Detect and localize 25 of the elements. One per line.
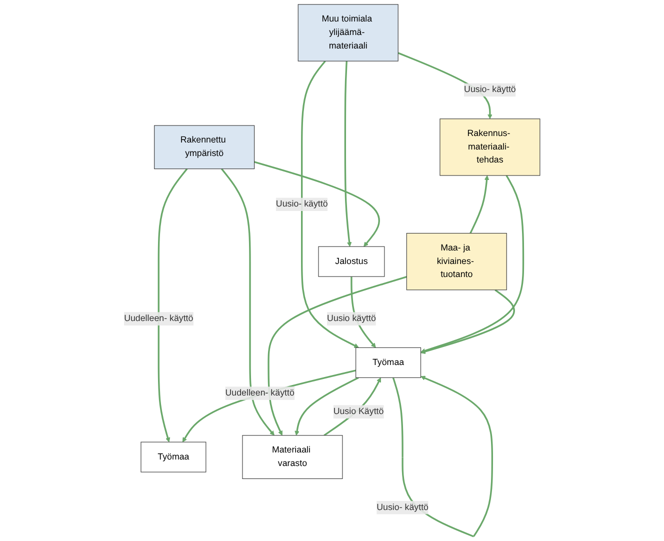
edge-label: Uusio Käyttö xyxy=(333,406,384,416)
node-box: Työmaa xyxy=(140,442,206,472)
arrow xyxy=(470,175,490,234)
node-box: Jalostus xyxy=(318,246,385,277)
arrow xyxy=(158,168,188,442)
arrow xyxy=(420,289,515,354)
node-box: Maa- ja kiviaines- tuotanto xyxy=(406,232,507,290)
edge-label: Uudelleen- käyttö xyxy=(124,314,194,324)
node-box: Muu toimiala ylijäämä- materiaali xyxy=(298,4,398,62)
arrow xyxy=(182,370,356,442)
arrow xyxy=(301,60,359,348)
node-box: Materiaali varasto xyxy=(242,435,343,479)
edge-label: Uusio- käyttö xyxy=(376,502,428,512)
node-box: Rakennettu ympäristö xyxy=(154,125,255,170)
arrow xyxy=(344,61,352,247)
edge-label: Uusio- käyttö xyxy=(276,199,328,209)
edge-label: Uusio käyttö xyxy=(327,314,376,324)
arrow xyxy=(254,161,380,247)
edge-label: Uudelleen- käyttö xyxy=(225,388,294,398)
arrow xyxy=(220,168,274,436)
node-box: Rakennus- materiaali- tehdas xyxy=(440,118,540,176)
node-box: Työmaa xyxy=(356,347,422,378)
arrow xyxy=(294,376,359,436)
edge-label: Uusio- käyttö xyxy=(464,84,516,94)
arrow xyxy=(420,175,524,354)
